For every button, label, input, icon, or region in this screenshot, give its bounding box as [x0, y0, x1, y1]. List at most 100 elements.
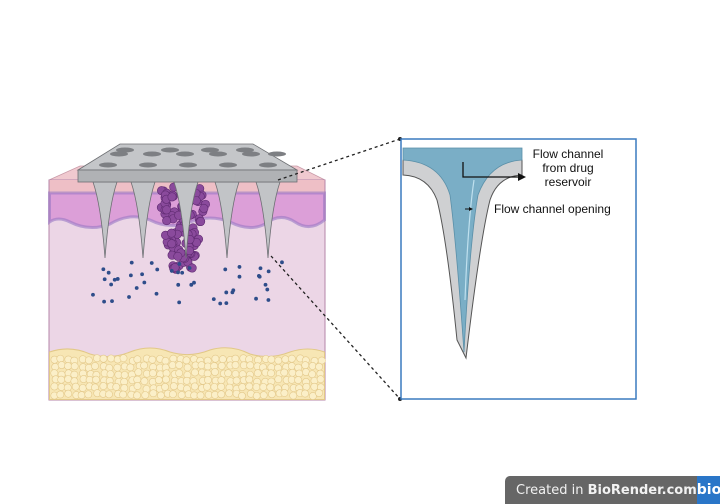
drug-particle [237, 265, 242, 269]
fat-cell [267, 369, 275, 378]
drug-particle [266, 269, 271, 274]
biorender-badge[interactable]: Created in BioRender.com bio [505, 476, 720, 504]
fat-cell [259, 391, 268, 400]
drug-particle [134, 286, 139, 290]
fat-cell [288, 368, 297, 377]
fat-cell [169, 354, 178, 363]
channel-highlight [464, 179, 475, 301]
fat-cell [149, 389, 158, 398]
fat-cell [245, 382, 254, 391]
fat-cell [231, 370, 240, 378]
fat-cell [169, 390, 177, 399]
fat-cell [177, 391, 186, 399]
fat-cell [245, 375, 254, 384]
fat-cell [310, 382, 319, 391]
fat-cell [211, 368, 219, 376]
skin-block [48, 165, 326, 401]
fat-cell [161, 383, 169, 391]
fat-cell [301, 389, 309, 398]
flow-channel [402, 147, 523, 353]
fat-cell [64, 362, 72, 370]
patch-hole [259, 162, 277, 168]
fat-cell [287, 375, 296, 384]
fat-cell [308, 362, 317, 370]
fat-cell [196, 391, 205, 400]
patch-hole [161, 147, 179, 153]
drug-particle [192, 280, 196, 285]
tumor-cell [196, 217, 206, 227]
drug-particle [237, 274, 242, 279]
tumor-cell [167, 228, 177, 238]
drug-particle [211, 297, 216, 302]
biorender-logo: bio [696, 476, 720, 504]
fat-cell [224, 369, 233, 378]
fat-cell [78, 384, 87, 392]
fat-cell [161, 357, 170, 365]
fat-cell [183, 363, 192, 372]
fat-cell [126, 363, 135, 372]
fat-cell [156, 391, 165, 400]
drug-particle [155, 267, 160, 272]
fat-cell [99, 382, 108, 390]
fat-cell [287, 354, 296, 363]
drug-particle [149, 261, 154, 265]
fat-cell [70, 370, 79, 379]
drug-particle [176, 270, 180, 275]
drug-particle [102, 277, 107, 282]
fat-cell [203, 369, 212, 378]
needle [173, 181, 199, 259]
fat-cell [268, 390, 276, 399]
drug-particle [106, 270, 111, 275]
drug-particle [224, 290, 229, 295]
patch-hole [110, 151, 128, 157]
fat-cell [57, 375, 66, 384]
fat-cell [217, 361, 226, 370]
reservoir-arrow [462, 162, 520, 178]
arrow-head [518, 173, 526, 181]
fat-cell [148, 355, 157, 364]
fat-cell [259, 383, 268, 391]
drug-particle [254, 296, 258, 301]
fat-cell [204, 376, 212, 384]
fat-cell [120, 384, 129, 392]
fat-cell [93, 354, 101, 363]
tumor-cell [167, 192, 177, 202]
patch-hole [268, 151, 286, 157]
drug-particle [91, 292, 95, 297]
fat-cell [182, 356, 191, 365]
drug-particle [110, 299, 114, 304]
fat-cell [252, 383, 261, 391]
zoom-connector-bottom [270, 255, 401, 400]
fat-cell [211, 354, 220, 363]
fat-cell [191, 368, 199, 377]
drug-particle [177, 262, 182, 266]
badge-brand: BioRender.com [587, 482, 697, 498]
fat-cell [315, 389, 323, 397]
patch-holes [99, 147, 286, 168]
drug-particle [101, 267, 106, 272]
patch-hole [139, 162, 157, 168]
patch-hole [219, 162, 237, 168]
fat-cell [149, 369, 157, 378]
fat-cell [182, 376, 191, 385]
fat-cell [50, 382, 59, 391]
drug-particle [230, 290, 235, 295]
patch-front-face [77, 169, 298, 183]
fat-cell [274, 375, 283, 384]
fat-cell [133, 391, 141, 400]
drug-particle [115, 277, 120, 281]
needles [92, 181, 281, 259]
fat-cell [197, 361, 206, 370]
fat-cell [56, 390, 65, 399]
fat-cell [289, 391, 298, 400]
fat-cell [175, 361, 184, 369]
fat-cell [77, 391, 86, 400]
patch-hole [176, 151, 194, 157]
fat-cell [112, 383, 121, 391]
fat-cell [64, 389, 73, 398]
fat-cell [231, 361, 240, 369]
fat-cell [287, 362, 296, 370]
needle [92, 181, 118, 259]
fat-cell [85, 375, 94, 384]
